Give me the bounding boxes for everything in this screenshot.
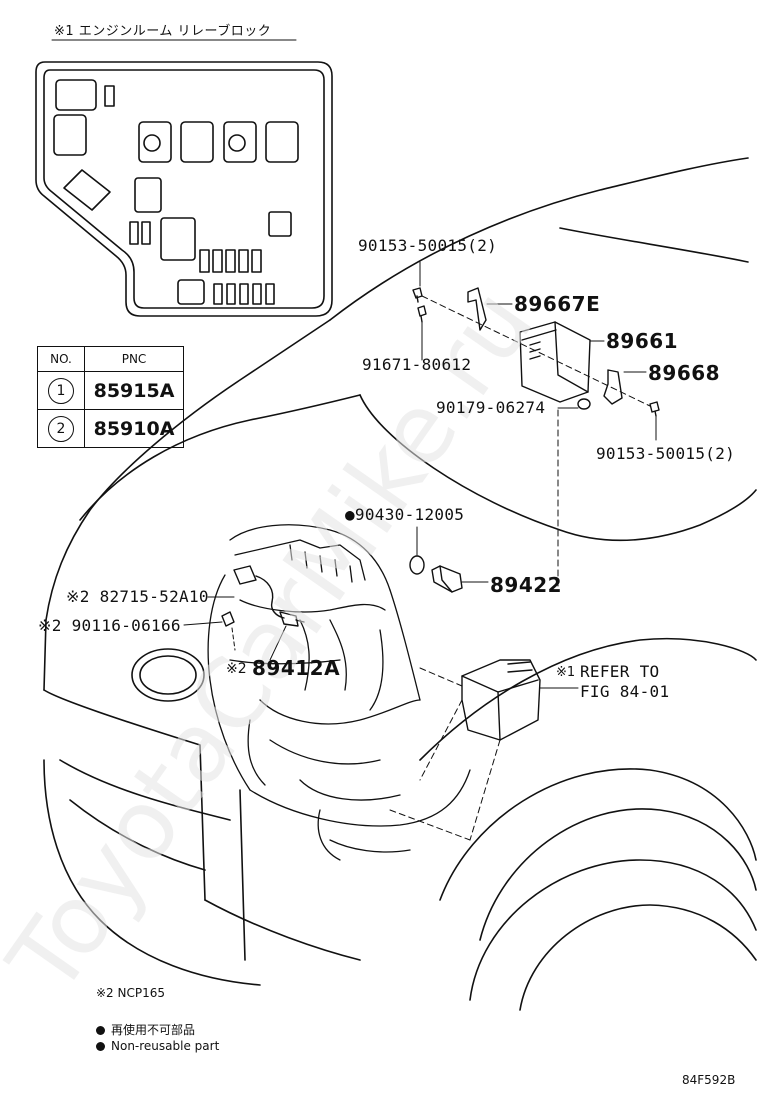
model-note: ※2 NCP165 bbox=[96, 986, 165, 1000]
legend-english-text: Non-reusable part bbox=[111, 1039, 220, 1053]
legend-japanese: 再使用不可部品 bbox=[96, 1021, 195, 1038]
pnc-table-header-pnc: PNC bbox=[84, 346, 184, 372]
leader-lines bbox=[183, 261, 657, 689]
pnc-table: NO. PNC 1 85915A 2 85910A bbox=[37, 346, 184, 448]
refer-line-2[interactable]: FIG 84-01 bbox=[580, 682, 670, 701]
bullet-icon bbox=[96, 1026, 105, 1035]
part-label-90179[interactable]: 90179-06274 bbox=[436, 398, 546, 417]
part-label-90153-top[interactable]: 90153-50015(2) bbox=[358, 236, 498, 255]
part-label-89667e[interactable]: 89667E bbox=[514, 292, 601, 316]
pnc-row-value[interactable]: 85915A bbox=[93, 379, 175, 402]
figure-id: 84F592B bbox=[682, 1073, 736, 1087]
legend-japanese-text: 再使用不可部品 bbox=[111, 1023, 196, 1037]
part-label-89412a[interactable]: 89412A bbox=[252, 656, 341, 680]
sensor-parts bbox=[221, 555, 463, 627]
relay-block-caption: ※1 エンジンルーム リレーブロック bbox=[54, 24, 272, 39]
pnc-row-no: 2 bbox=[48, 415, 74, 442]
part-label-91671[interactable]: 91671-80612 bbox=[362, 355, 472, 374]
part-label-82715[interactable]: ※2 82715-52A10 bbox=[66, 587, 209, 606]
relay-block-outline bbox=[35, 61, 333, 317]
legend-english: Non-reusable part bbox=[96, 1039, 219, 1053]
refer-line-1: REFER TO bbox=[580, 662, 660, 681]
pnc-row-value[interactable]: 85910A bbox=[93, 417, 175, 440]
part-label-89422[interactable]: 89422 bbox=[490, 573, 563, 597]
bullet-icon bbox=[96, 1042, 105, 1051]
pnc-table-header-no: NO. bbox=[37, 346, 85, 372]
refer-mark: ※1 bbox=[556, 665, 576, 680]
part-label-89661[interactable]: 89661 bbox=[606, 329, 679, 353]
part-label-89412a-mark: ※2 bbox=[226, 661, 247, 677]
vehicle-outline bbox=[43, 157, 757, 1011]
dashed-lines bbox=[389, 295, 651, 841]
part-label-89668[interactable]: 89668 bbox=[648, 361, 721, 385]
part-label-90116[interactable]: ※2 90116-06166 bbox=[38, 616, 181, 635]
part-label-90430[interactable]: ●90430-12005 bbox=[345, 505, 465, 524]
relay-block-vehicle bbox=[461, 659, 541, 741]
pnc-row-no: 1 bbox=[48, 377, 74, 404]
engine-outline bbox=[207, 524, 471, 861]
part-label-90153-bottom[interactable]: 90153-50015(2) bbox=[596, 444, 736, 463]
